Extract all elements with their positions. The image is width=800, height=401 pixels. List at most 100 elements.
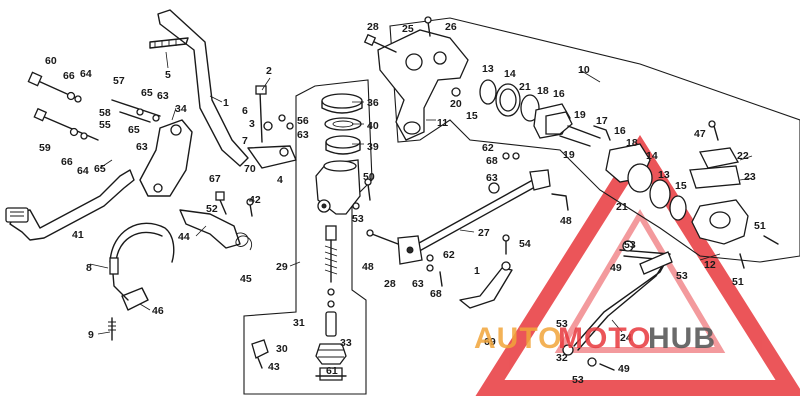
callout-53: 53 — [624, 239, 636, 251]
callout-30: 30 — [276, 343, 288, 355]
callout-33: 33 — [340, 337, 352, 349]
callout-56: 56 — [297, 115, 309, 127]
callout-52: 52 — [206, 203, 218, 215]
callout-43: 43 — [268, 361, 280, 373]
callout-20: 20 — [450, 98, 462, 110]
callout-18: 18 — [626, 137, 638, 149]
callout-46: 46 — [152, 305, 164, 317]
callout-15: 15 — [466, 110, 478, 122]
callout-19: 19 — [563, 149, 575, 161]
callout-13: 13 — [658, 169, 670, 181]
callout-16: 16 — [614, 125, 626, 137]
callout-25: 25 — [402, 23, 414, 35]
callout-18: 18 — [537, 85, 549, 97]
callout-22: 22 — [737, 150, 749, 162]
callout-48: 48 — [560, 215, 572, 227]
watermark-wordmark: AUTO MOTO HUB — [474, 322, 716, 355]
callout-13: 13 — [482, 63, 494, 75]
callout-63: 63 — [297, 129, 309, 141]
callout-44: 44 — [178, 231, 190, 243]
callout-10: 10 — [578, 64, 590, 76]
callout-69: 69 — [484, 336, 496, 348]
callout-49: 49 — [618, 363, 630, 375]
callout-16: 16 — [553, 88, 565, 100]
callout-28: 28 — [384, 278, 396, 290]
callout-63: 63 — [412, 278, 424, 290]
callout-8: 8 — [86, 262, 92, 274]
callout-60: 60 — [45, 55, 57, 67]
callout-62: 62 — [482, 142, 494, 154]
callout-53: 53 — [572, 374, 584, 386]
callout-54: 54 — [519, 238, 531, 250]
callout-66: 66 — [63, 70, 75, 82]
callout-50: 50 — [363, 171, 375, 183]
callout-17: 17 — [596, 115, 608, 127]
watermark-moto: MOTO — [558, 322, 651, 355]
callout-29: 29 — [276, 261, 288, 273]
callout-66: 66 — [61, 156, 73, 168]
callout-51: 51 — [754, 220, 766, 232]
watermark-auto: AUTO — [474, 322, 562, 355]
callout-14: 14 — [504, 68, 516, 80]
callout-41: 41 — [72, 229, 84, 241]
callout-67: 67 — [209, 173, 221, 185]
callout-55: 55 — [99, 119, 111, 131]
callout-65: 65 — [128, 124, 140, 136]
callout-49: 49 — [610, 262, 622, 274]
callout-26: 26 — [445, 21, 457, 33]
callout-39: 39 — [367, 141, 379, 153]
callout-48: 48 — [362, 261, 374, 273]
callout-34: 34 — [175, 103, 187, 115]
callout-64: 64 — [77, 165, 89, 177]
callout-47: 47 — [694, 128, 706, 140]
callout-61: 61 — [326, 365, 338, 377]
callout-1: 1 — [474, 265, 480, 277]
callout-2: 2 — [266, 65, 272, 77]
callout-4: 4 — [277, 174, 283, 186]
brake-pedal-assembly — [5, 9, 297, 341]
callout-32: 32 — [556, 352, 568, 364]
callout-31: 31 — [293, 317, 305, 329]
callout-45: 45 — [240, 273, 252, 285]
callout-21: 21 — [616, 201, 628, 213]
callout-27: 27 — [478, 227, 490, 239]
callout-68: 68 — [430, 288, 442, 300]
callout-40: 40 — [367, 120, 379, 132]
callout-3: 3 — [249, 118, 255, 130]
callout-28: 28 — [367, 21, 379, 33]
callout-65: 65 — [94, 163, 106, 175]
callout-65: 65 — [141, 87, 153, 99]
callout-53: 53 — [556, 318, 568, 330]
callout-62: 62 — [443, 249, 455, 261]
master-cylinder-assembly — [243, 79, 373, 395]
callout-11: 11 — [437, 117, 448, 129]
leader-lines — [89, 51, 753, 335]
watermark-triangle — [475, 134, 800, 396]
callout-63: 63 — [136, 141, 148, 153]
callout-19: 19 — [574, 109, 586, 121]
brake-rod-assembly — [366, 152, 779, 371]
callout-59: 59 — [39, 142, 51, 154]
callout-1: 1 — [223, 97, 229, 109]
caliper-assembly — [363, 16, 800, 263]
callout-57: 57 — [113, 75, 125, 87]
callout-64: 64 — [80, 68, 92, 80]
watermark-hub: HUB — [648, 322, 716, 355]
callout-70: 70 — [244, 163, 256, 175]
callout-63: 63 — [157, 90, 169, 102]
callout-15: 15 — [675, 180, 687, 192]
callout-23: 23 — [744, 171, 756, 183]
callout-24: 24 — [620, 332, 632, 344]
callout-21: 21 — [519, 81, 531, 93]
callout-7: 7 — [242, 135, 248, 147]
callout-36: 36 — [367, 97, 379, 109]
callout-68: 68 — [486, 155, 498, 167]
callout-9: 9 — [88, 329, 94, 341]
callout-12: 12 — [704, 259, 716, 271]
watermark-logo — [475, 134, 800, 396]
callout-6: 6 — [242, 105, 248, 117]
callout-53: 53 — [352, 213, 364, 225]
callout-58: 58 — [99, 107, 111, 119]
callout-53: 53 — [676, 270, 688, 282]
